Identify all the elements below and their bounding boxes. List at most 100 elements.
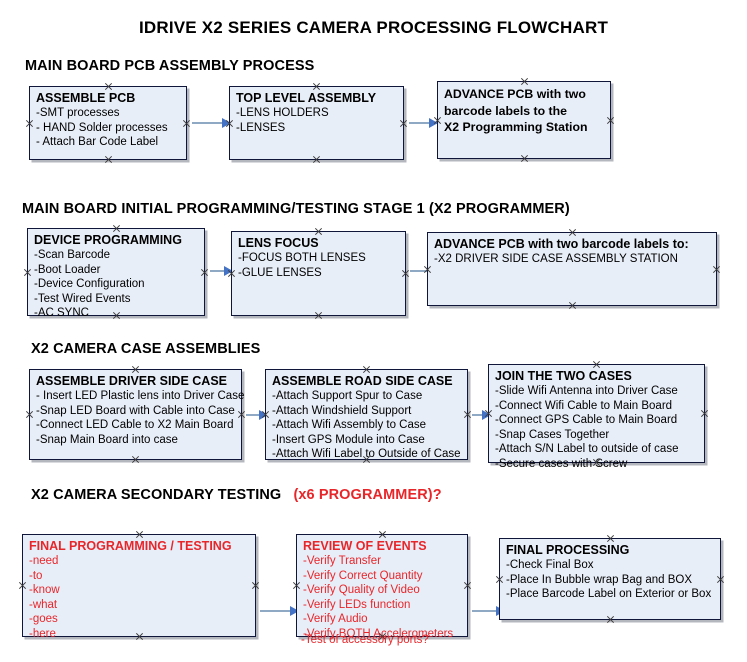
section-header-main-board-initial-programming: MAIN BOARD INITIAL PROGRAMMING/TESTING S… — [22, 201, 570, 217]
node-line: -what — [29, 598, 58, 611]
arrowhead-icon — [259, 410, 268, 420]
node-line: -Verify Audio — [303, 613, 368, 625]
section-header-text: MAIN BOARD INITIAL PROGRAMMING/TESTING S… — [22, 201, 570, 217]
connection-handle-top[interactable] — [378, 530, 387, 539]
connection-handle-right[interactable] — [700, 409, 709, 418]
connection-handle-left[interactable] — [423, 265, 432, 274]
node-title: ASSEMBLE ROAD SIDE CASE — [272, 374, 453, 388]
node-advance-pcb-to-x2-programming-station[interactable]: ADVANCE PCB with two barcode labels to t… — [437, 81, 611, 159]
connection-handle-left[interactable] — [25, 119, 34, 128]
node-line: -LENSES — [236, 121, 286, 134]
connection-handle-bottom[interactable] — [314, 311, 323, 320]
connection-handle-top[interactable] — [131, 365, 140, 374]
node-line: -Verify Correct Quantity — [303, 569, 423, 582]
node-title: ADVANCE PCB with two barcode labels to: — [434, 237, 689, 251]
connector-road-side-to-join-cases — [472, 410, 491, 420]
node-title: ASSEMBLE DRIVER SIDE CASE — [36, 374, 228, 388]
node-join-the-two-cases[interactable]: JOIN THE TWO CASES -Slide Wifi Antenna i… — [488, 364, 705, 470]
connection-handle-top[interactable] — [592, 360, 601, 369]
connection-handle-bottom[interactable] — [606, 615, 615, 624]
arrowhead-icon — [224, 266, 233, 276]
node-line: -LENS HOLDERS — [236, 107, 329, 119]
node-line: -Attach Wifi Assembly to Case — [272, 419, 427, 431]
node-line: -SMT processes — [36, 107, 120, 119]
connection-handle-right[interactable] — [200, 268, 209, 277]
node-final-processing[interactable]: FINAL PROCESSING -Check Final Box -Place… — [499, 538, 721, 620]
node-title: DEVICE PROGRAMMING — [34, 233, 182, 247]
node-line: ADVANCE PCB with two — [444, 87, 586, 101]
node-assemble-pcb[interactable]: ASSEMBLE PCB -SMT processes - HAND Solde… — [29, 86, 187, 160]
node-device-programming[interactable]: DEVICE PROGRAMMING -Scan Barcode -Boot L… — [27, 228, 205, 319]
node-overflow-line-test-of-accessory-ports: -Test of accessory ports? — [301, 634, 429, 646]
connection-handle-bottom[interactable] — [104, 155, 113, 164]
connection-handle-top[interactable] — [112, 224, 121, 233]
node-line: -AC SYNC — [34, 307, 89, 319]
connection-handle-left[interactable] — [23, 268, 32, 277]
node-line: -need — [29, 555, 59, 567]
node-line: -Snap LED Board with Cable into Case — [36, 404, 235, 417]
node-line: -Snap Main Board into case — [36, 433, 178, 446]
connection-handle-right[interactable] — [251, 581, 260, 590]
connection-handle-bottom[interactable] — [520, 154, 529, 163]
section-header-x2-camera-secondary-testing: X2 CAMERA SECONDARY TESTING (x6 PROGRAMM… — [31, 487, 442, 503]
connection-handle-top[interactable] — [104, 82, 113, 91]
connection-handle-right[interactable] — [712, 265, 721, 274]
node-line: -X2 DRIVER SIDE CASE ASSEMBLY STATION — [434, 253, 678, 265]
connection-handle-right[interactable] — [237, 410, 246, 419]
connection-handle-right[interactable] — [463, 410, 472, 419]
connection-handle-left[interactable] — [495, 575, 504, 584]
node-lens-focus[interactable]: LENS FOCUS -FOCUS BOTH LENSES -GLUE LENS… — [231, 231, 406, 316]
section-header-accent: (x6 PROGRAMMER)? — [293, 487, 442, 503]
node-line: barcode labels to the — [444, 103, 567, 118]
connection-handle-left[interactable] — [292, 581, 301, 590]
node-line: -Boot Loader — [34, 263, 101, 276]
node-line: - Insert LED Plastic lens into Driver Ca… — [36, 390, 245, 402]
node-line: -Place Barcode Label on Exterior or Box — [506, 588, 712, 600]
node-line: -Device Configuration — [34, 278, 145, 290]
node-title: LENS FOCUS — [238, 236, 319, 250]
connection-handle-top[interactable] — [312, 82, 321, 91]
section-header-main-board-pcb-assembly: MAIN BOARD PCB ASSEMBLY PROCESS — [25, 58, 314, 74]
node-line: -GLUE LENSES — [238, 266, 322, 279]
connection-handle-top[interactable] — [135, 530, 144, 539]
connector-top-level-to-advance-pcb — [409, 118, 438, 128]
node-title: TOP LEVEL ASSEMBLY — [236, 91, 377, 105]
node-top-level-assembly[interactable]: TOP LEVEL ASSEMBLY -LENS HOLDERS -LENSES — [229, 86, 404, 160]
connection-handle-bottom[interactable] — [312, 155, 321, 164]
connection-handle-bottom[interactable] — [568, 301, 577, 310]
node-line: - Attach Bar Code Label — [36, 136, 159, 148]
node-title: FINAL PROGRAMMING / TESTING — [29, 539, 232, 553]
connection-handle-top[interactable] — [568, 228, 577, 237]
connection-handle-left[interactable] — [18, 581, 27, 590]
connection-handle-right[interactable] — [716, 575, 725, 584]
connection-handle-right[interactable] — [401, 269, 410, 278]
arrowhead-icon — [429, 118, 438, 128]
node-line: -Connect Wifi Cable to Main Board — [495, 399, 673, 412]
node-line: -Check Final Box — [506, 559, 594, 571]
node-line: -to — [29, 569, 43, 582]
node-assemble-driver-side-case[interactable]: ASSEMBLE DRIVER SIDE CASE - Insert LED P… — [29, 369, 245, 460]
node-line: -goes — [29, 613, 58, 625]
connection-handle-top[interactable] — [314, 227, 323, 236]
connection-handle-right[interactable] — [606, 116, 615, 125]
connection-handle-right[interactable] — [463, 581, 472, 590]
connection-handle-top[interactable] — [362, 365, 371, 374]
connection-handle-right[interactable] — [399, 119, 408, 128]
node-title: FINAL PROCESSING — [506, 543, 630, 557]
node-final-programming-testing[interactable]: FINAL PROGRAMMING / TESTING -need -to -k… — [22, 534, 256, 640]
arrowhead-icon — [482, 410, 491, 420]
node-line: X2 Programming Station — [444, 120, 588, 134]
node-line: -Verify Quality of Video — [303, 584, 420, 596]
page-title: IDRIVE X2 SERIES CAMERA PROCESSING FLOWC… — [138, 18, 609, 37]
node-title: JOIN THE TWO CASES — [495, 369, 632, 383]
connection-handle-top[interactable] — [520, 77, 529, 86]
node-review-of-events[interactable]: REVIEW OF EVENTS -Verify Transfer -Verif… — [296, 534, 468, 640]
connection-handle-bottom[interactable] — [131, 455, 140, 464]
connection-handle-top[interactable] — [606, 534, 615, 543]
arrowhead-icon — [222, 118, 231, 128]
node-advance-pcb-to-driver-side-case-station[interactable]: ADVANCE PCB with two barcode labels to: … — [427, 232, 717, 306]
connection-handle-left[interactable] — [25, 410, 34, 419]
node-assemble-road-side-case[interactable]: ASSEMBLE ROAD SIDE CASE -Attach Support … — [265, 369, 468, 460]
section-header-text: X2 CAMERA CASE ASSEMBLIES — [31, 341, 261, 357]
connection-handle-right[interactable] — [182, 119, 191, 128]
